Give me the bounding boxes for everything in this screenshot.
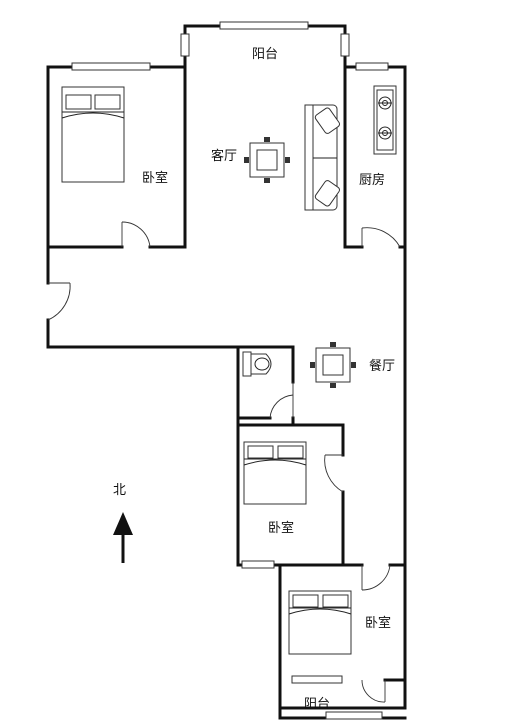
sofa-icon	[304, 104, 341, 211]
stove-icon	[373, 85, 397, 155]
bed-icon	[288, 590, 352, 655]
room-label-dining-room: 餐厅	[369, 359, 396, 374]
dining-table-icon	[244, 137, 290, 183]
room-label-balcony-top: 阳台	[252, 47, 279, 62]
bed-icon	[61, 86, 125, 183]
room-label-balcony-bottom: 阳台	[304, 697, 331, 712]
room-label-living-room: 客厅	[211, 149, 238, 164]
dining-table-icon	[310, 342, 356, 388]
bed-icon	[243, 441, 307, 505]
room-label-bedroom-bottom: 卧室	[365, 616, 392, 631]
north-arrow-icon	[113, 512, 133, 563]
compass-north-label: 北	[113, 483, 127, 498]
toilet-icon	[242, 351, 272, 377]
room-label-bedroom-middle: 卧室	[268, 521, 295, 536]
room-label-bedroom-main: 卧室	[142, 171, 169, 186]
doors	[47, 221, 401, 703]
room-label-kitchen: 厨房	[359, 173, 386, 188]
windows	[71, 21, 389, 720]
